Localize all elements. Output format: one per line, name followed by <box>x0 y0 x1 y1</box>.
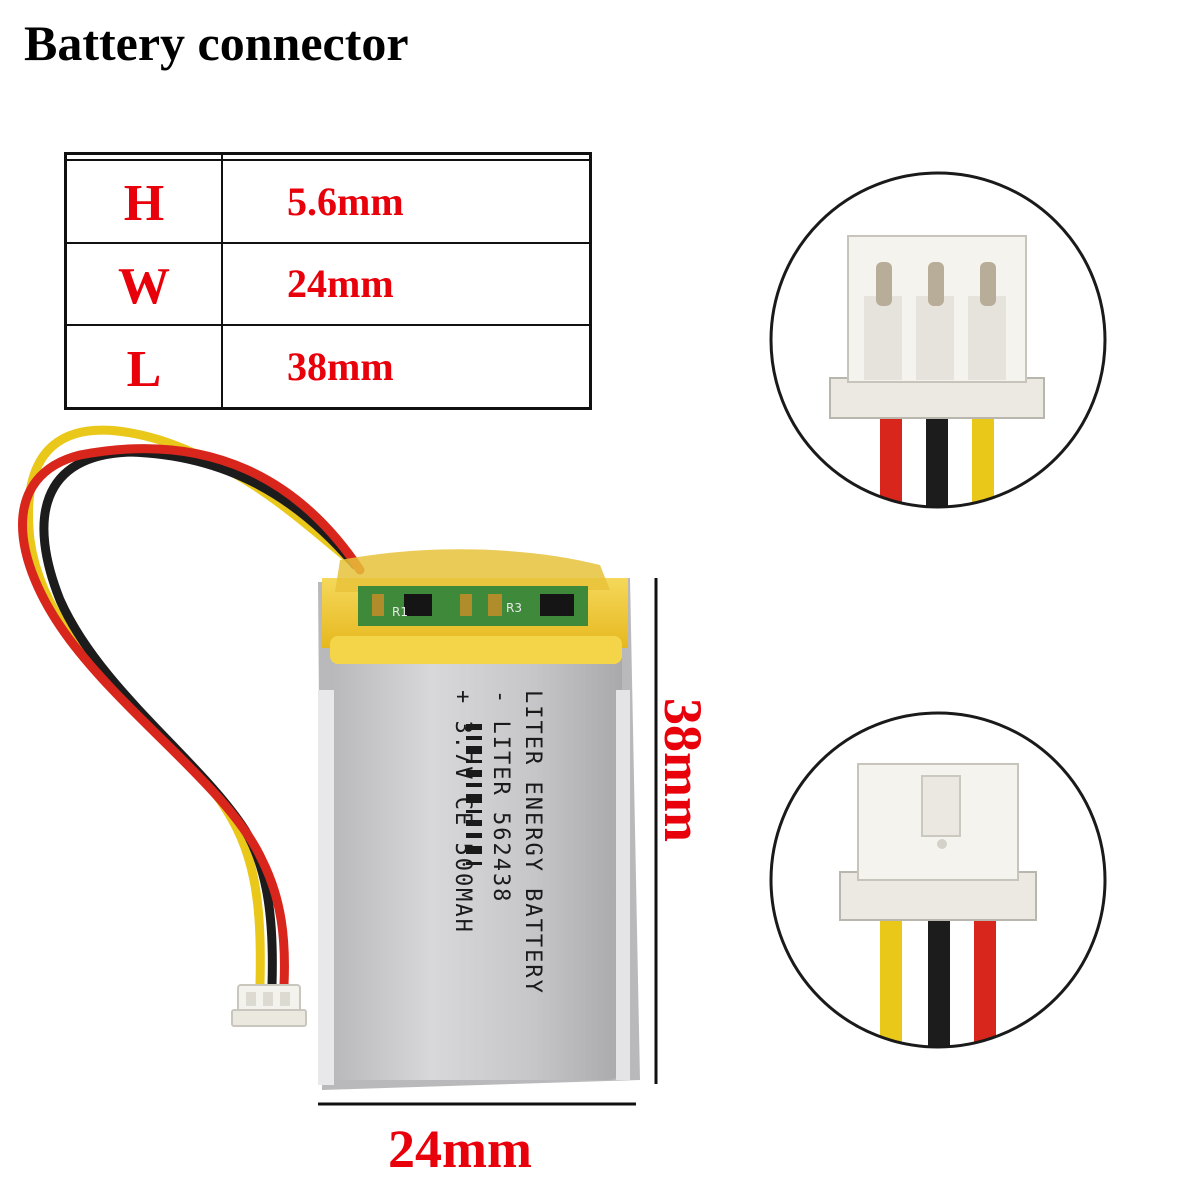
small-connector <box>231 984 307 1027</box>
page-title: Battery connector <box>24 15 409 71</box>
connector-detail-bottom <box>769 711 1107 1049</box>
dimension-value: 5.6mm <box>221 159 592 244</box>
table-row: L 38mm <box>64 324 592 410</box>
wire-harness <box>18 425 365 990</box>
battery-label-line2: - LITER 562438 <box>488 690 513 903</box>
connector-detail-top <box>769 171 1107 509</box>
dimension-key: H <box>64 159 223 244</box>
table-row: W 24mm <box>64 241 592 327</box>
battery-label-line1: LITER ENERGY BATTERY <box>520 690 545 995</box>
pcb-label-r1: R1 <box>392 605 408 619</box>
battery-cell <box>318 549 640 1090</box>
pcb-label-r3: R3 <box>506 601 522 615</box>
dimension-table: H 5.6mm W 24mm L 38mm <box>64 152 592 410</box>
dimension-key: L <box>64 324 223 410</box>
width-label: 24mm <box>388 1119 532 1179</box>
dimension-value: 38mm <box>221 324 592 410</box>
battery-barcode <box>466 724 482 865</box>
battery-label: LITER ENERGY BATTERY - LITER 562438 + 3.… <box>450 690 545 995</box>
length-label: 38mm <box>653 698 713 842</box>
protection-pcb: R1 R3 <box>358 586 588 626</box>
dimension-key: W <box>64 241 223 327</box>
table-row: H 5.6mm <box>64 159 592 244</box>
dimension-value: 24mm <box>221 241 592 327</box>
